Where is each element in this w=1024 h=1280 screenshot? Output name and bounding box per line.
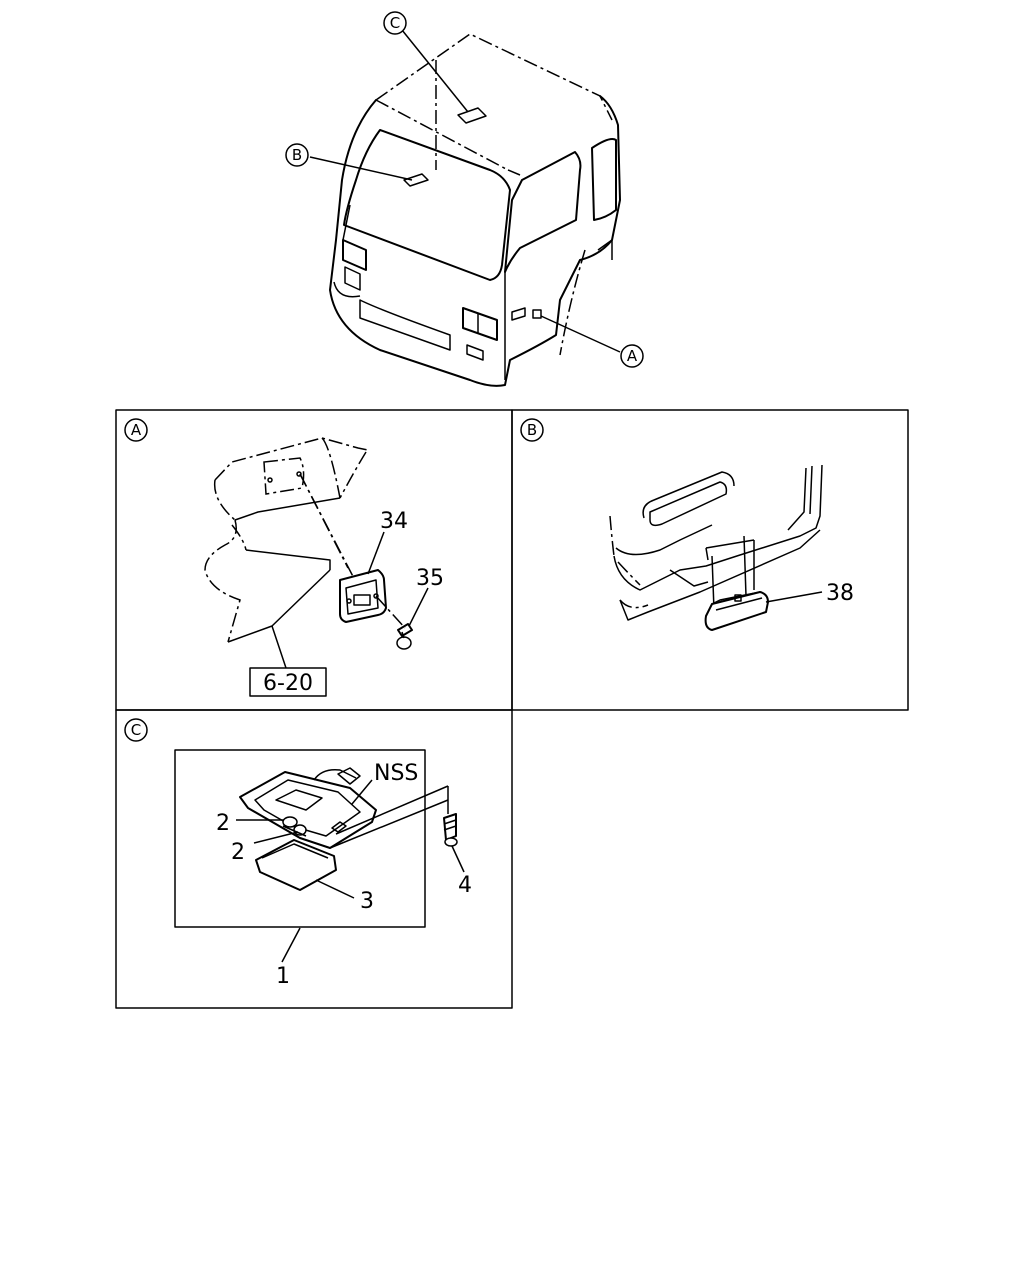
- panel-b-frame: [511, 409, 909, 711]
- reference-box-6-20: [249, 667, 327, 697]
- svg-text:B: B: [527, 421, 537, 439]
- callout-b-label: B: [292, 146, 302, 164]
- callout-a-label: A: [627, 347, 638, 365]
- leader-line-a: [540, 315, 621, 353]
- leader-line-b: [309, 156, 413, 181]
- callout-b: B: [285, 143, 309, 167]
- part-38-interior-lamp: [704, 591, 769, 631]
- assembly-box: [174, 749, 426, 928]
- panel-c-frame: [115, 709, 513, 1009]
- reference-label-6-20: 6-20: [263, 671, 313, 696]
- panel-b: B 38: [520, 418, 854, 631]
- callout-a: A: [620, 344, 644, 368]
- part-3-lens: [255, 839, 337, 891]
- panel-a-frame: [115, 409, 513, 711]
- part-label-34: 34: [380, 509, 408, 534]
- panel-a: A: [124, 418, 444, 697]
- part-4-screw: [443, 813, 458, 847]
- part-nss-dome-lamp-housing: [239, 767, 377, 849]
- callout-c-label: C: [390, 14, 400, 32]
- leader-line-c: [401, 29, 469, 113]
- callout-c: C: [383, 11, 407, 35]
- part-label-3: 3: [360, 889, 374, 914]
- panel-c: C: [124, 718, 472, 989]
- svg-text:A: A: [131, 421, 142, 439]
- panel-a-badge: A: [124, 418, 148, 442]
- panel-b-badge: B: [520, 418, 544, 442]
- svg-text:C: C: [131, 721, 141, 739]
- truck-cab-illustration: [329, 33, 621, 387]
- panel-c-badge: C: [124, 718, 148, 742]
- part-label-1: 1: [276, 964, 290, 989]
- part-label-nss: NSS: [374, 761, 418, 786]
- part-label-4: 4: [458, 873, 472, 898]
- part-label-35: 35: [416, 566, 444, 591]
- part-35-screw: [375, 595, 413, 650]
- part-label-2-lower: 2: [231, 840, 245, 865]
- part-34-marker-lamp: [339, 569, 387, 623]
- part-label-2-upper: 2: [216, 811, 230, 836]
- part-label-38: 38: [826, 581, 854, 606]
